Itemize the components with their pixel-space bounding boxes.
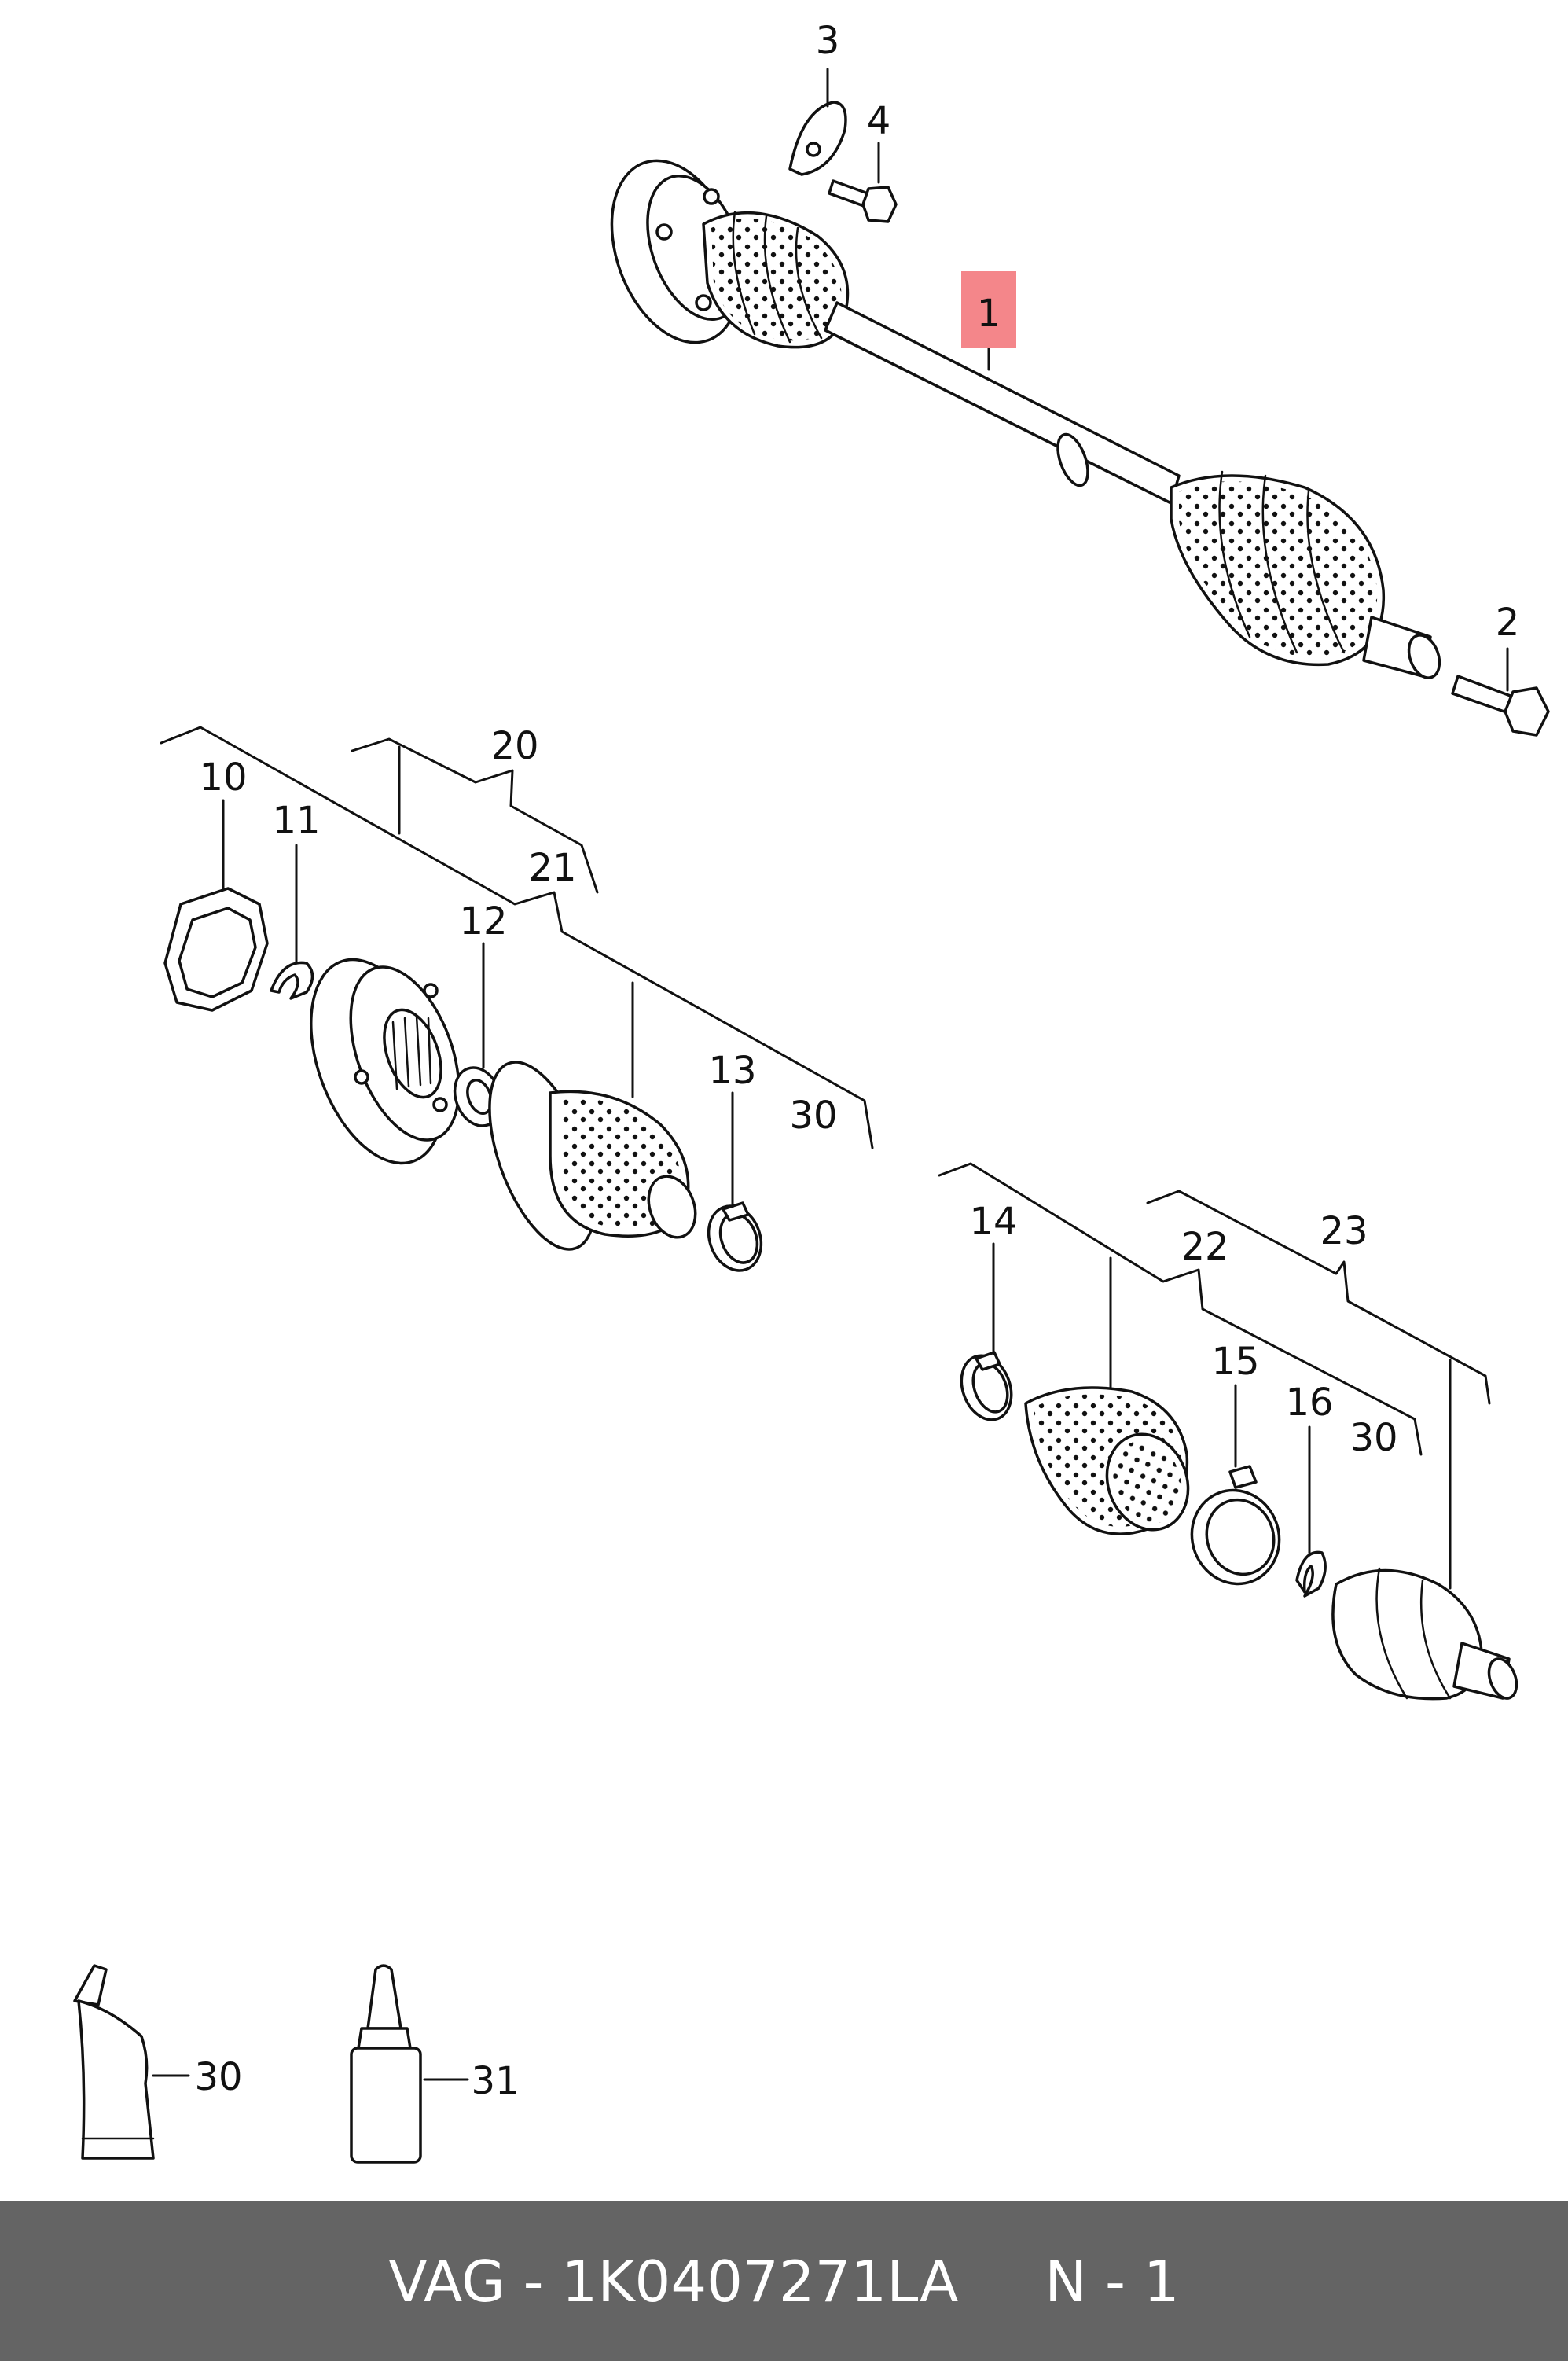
boot-part-22[interactable]: [1024, 1386, 1201, 1541]
callout-3: 3: [816, 19, 840, 63]
footer-bar: VAG - 1K0407271LA N - 1: [0, 2201, 1568, 2361]
bolt-part-2[interactable]: [1451, 675, 1550, 737]
callout-22: 22: [1181, 1225, 1228, 1269]
part-reference: VAG - 1K0407271LA: [388, 2248, 959, 2315]
callout-21: 21: [528, 846, 576, 890]
callout-23: 23: [1320, 1209, 1368, 1253]
callout-31: 31: [471, 2059, 519, 2103]
callout-12: 12: [459, 899, 507, 943]
callout-2: 2: [1496, 601, 1520, 645]
boot-part-21[interactable]: [468, 1049, 703, 1263]
callout-labels: 1 2 3 4 20 10 11 21 12 13 30 14 22 23 15…: [194, 19, 1519, 2103]
callout-1: 1: [977, 292, 1001, 336]
callout-30-upper: 30: [789, 1094, 837, 1138]
callout-13: 13: [708, 1049, 756, 1093]
callout-16: 16: [1285, 1381, 1333, 1425]
cv-joint-part-23[interactable]: [1331, 1567, 1522, 1702]
clamp-part-15[interactable]: [1179, 1465, 1292, 1596]
parts-diagram: 1 2 3 4 20 10 11 21 12 13 30 14 22 23 15…: [73, 19, 1550, 2164]
callout-10: 10: [199, 756, 247, 800]
circlip-part-16[interactable]: [1295, 1550, 1327, 1598]
bottle-part-31[interactable]: [350, 1964, 422, 2164]
callout-30-lower: 30: [194, 2055, 242, 2099]
callout-30-middle: 30: [1350, 1416, 1397, 1460]
clamp-part-14[interactable]: [953, 1348, 1019, 1426]
drive-shaft-assembly[interactable]: [588, 143, 1445, 682]
bolt-part-4[interactable]: [828, 179, 898, 223]
circlip-part-11[interactable]: [270, 961, 314, 1000]
lock-plate-part-3[interactable]: [788, 101, 847, 176]
cv-joint-part-20[interactable]: [285, 941, 479, 1181]
sheet-number: N - 1: [1045, 2248, 1180, 2315]
callout-15: 15: [1211, 1340, 1259, 1384]
leader-lines: [152, 68, 1509, 2081]
clamp-part-13[interactable]: [700, 1199, 770, 1278]
callout-11: 11: [272, 799, 320, 843]
callout-4: 4: [867, 99, 891, 143]
gasket-part-10[interactable]: [163, 887, 269, 1012]
highlight-box: [961, 271, 1016, 348]
callout-20: 20: [490, 724, 538, 768]
grease-tube-part-30[interactable]: [73, 1964, 155, 2160]
callout-14: 14: [969, 1200, 1017, 1244]
